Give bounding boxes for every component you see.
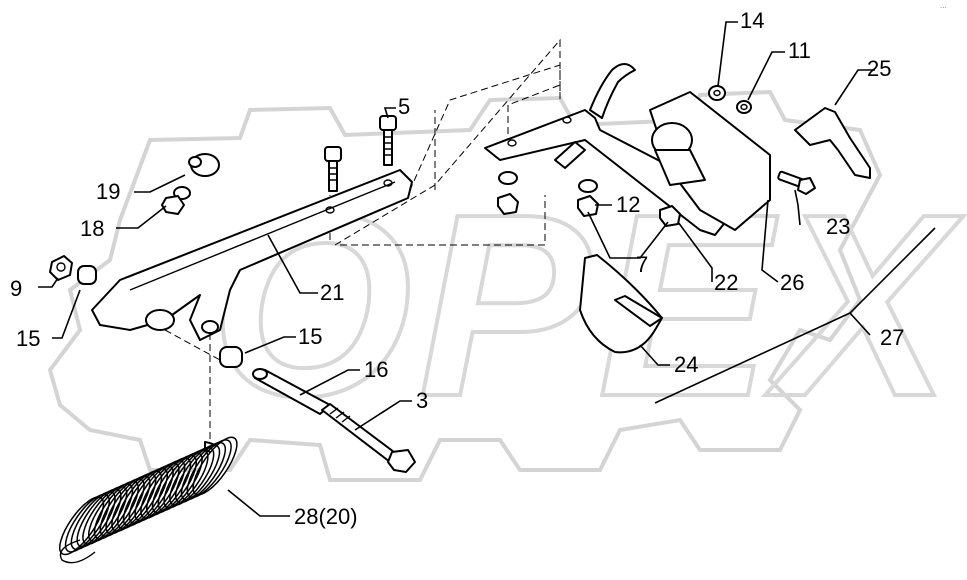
part-18-nut (161, 195, 185, 215)
callout-24: 24 (674, 352, 698, 377)
part-12-washer-nut (497, 171, 599, 217)
callout-21: 21 (320, 280, 344, 305)
part-25-lever (794, 107, 871, 179)
callout-15-left: 15 (16, 326, 40, 351)
callout-26: 26 (780, 270, 804, 295)
part-5-bolts (324, 115, 397, 192)
part-23-bolt (777, 170, 816, 195)
part-21-lever (91, 169, 413, 341)
callout-5: 5 (398, 94, 410, 119)
callout-9: 9 (10, 276, 22, 301)
callout-11: 11 (788, 38, 811, 63)
part-24-guard (579, 254, 663, 354)
part-14-washer (708, 85, 726, 101)
callout-3: 3 (416, 388, 428, 413)
watermark-gear-outline (47, 89, 883, 482)
callout-18: 18 (80, 216, 104, 241)
callout-14: 14 (740, 8, 764, 33)
callout-22: 22 (714, 270, 738, 295)
part-15-bushing-lower (219, 346, 243, 368)
callout-28-20: 28(20) (294, 504, 358, 529)
callout-19: 19 (96, 179, 120, 204)
part-26-plate (649, 91, 771, 231)
callout-16: 16 (364, 357, 388, 382)
callout-leader-lines (38, 21, 936, 517)
corner-mark: ··· (940, 4, 947, 12)
callout-15-lower: 15 (298, 324, 322, 349)
part-28-spring (59, 436, 238, 564)
callout-7: 7 (636, 252, 648, 277)
part-15-bushing-left (77, 265, 97, 285)
part-3-bolt (321, 403, 416, 473)
callout-25: 25 (867, 56, 891, 81)
callout-12: 12 (616, 192, 640, 217)
part-9-nut (49, 255, 73, 281)
callout-27: 27 (880, 325, 904, 350)
part-22-nut (659, 205, 681, 227)
callout-23: 23 (826, 214, 850, 239)
part-11-washer (736, 100, 752, 114)
callout-labels: 14 11 25 5 19 18 12 23 9 21 7 22 26 27 1… (10, 8, 904, 529)
